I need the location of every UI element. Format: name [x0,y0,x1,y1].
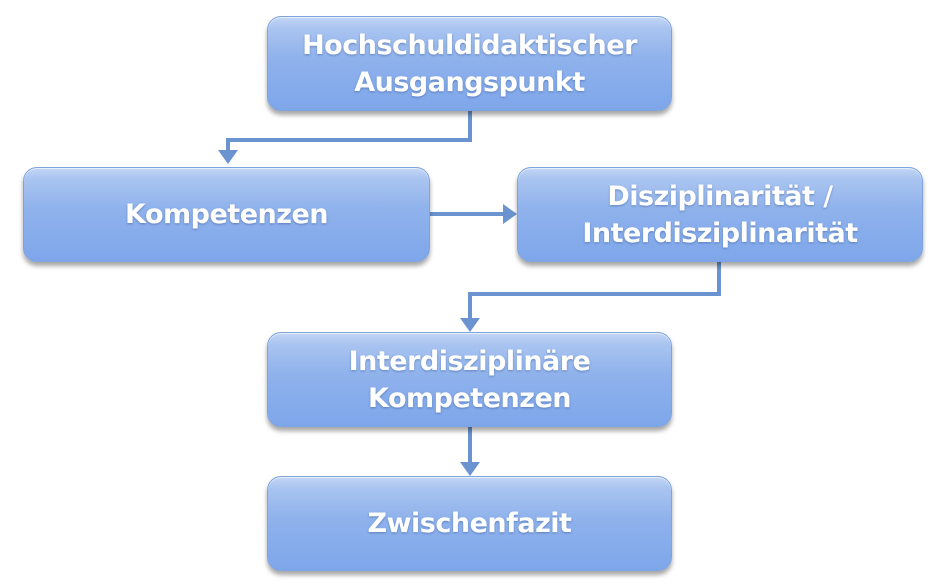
arrowhead-disziplinaritaet [503,204,517,224]
arrowhead-kompetenzen [218,150,238,164]
arrowhead-interdisziplinaere [460,318,480,332]
node-ausgangspunkt-label: Hochschuldidaktischer Ausgangspunkt [302,29,637,98]
node-kompetenzen-label: Kompetenzen [125,199,328,230]
node-interdisziplinaere-kompetenzen: Interdisziplinäre Kompetenzen [267,332,672,427]
arrowhead-zwischenfazit [460,462,480,476]
node-interdisziplinaere-kompetenzen-label: Interdisziplinäre Kompetenzen [348,345,591,414]
node-ausgangspunkt: Hochschuldidaktischer Ausgangspunkt [267,16,672,111]
node-zwischenfazit: Zwischenfazit [267,476,672,571]
node-disziplinaritaet-label: Disziplinarität / Interdisziplinarität [582,180,858,249]
node-zwischenfazit-label: Zwischenfazit [367,508,572,539]
node-disziplinaritaet: Disziplinarität / Interdisziplinarität [517,167,923,262]
connector-ausgangspunkt-to-kompetenzen [226,110,472,152]
node-kompetenzen: Kompetenzen [23,167,430,262]
connector-disziplinaritaet-to-interdisziplinaere [468,262,721,320]
